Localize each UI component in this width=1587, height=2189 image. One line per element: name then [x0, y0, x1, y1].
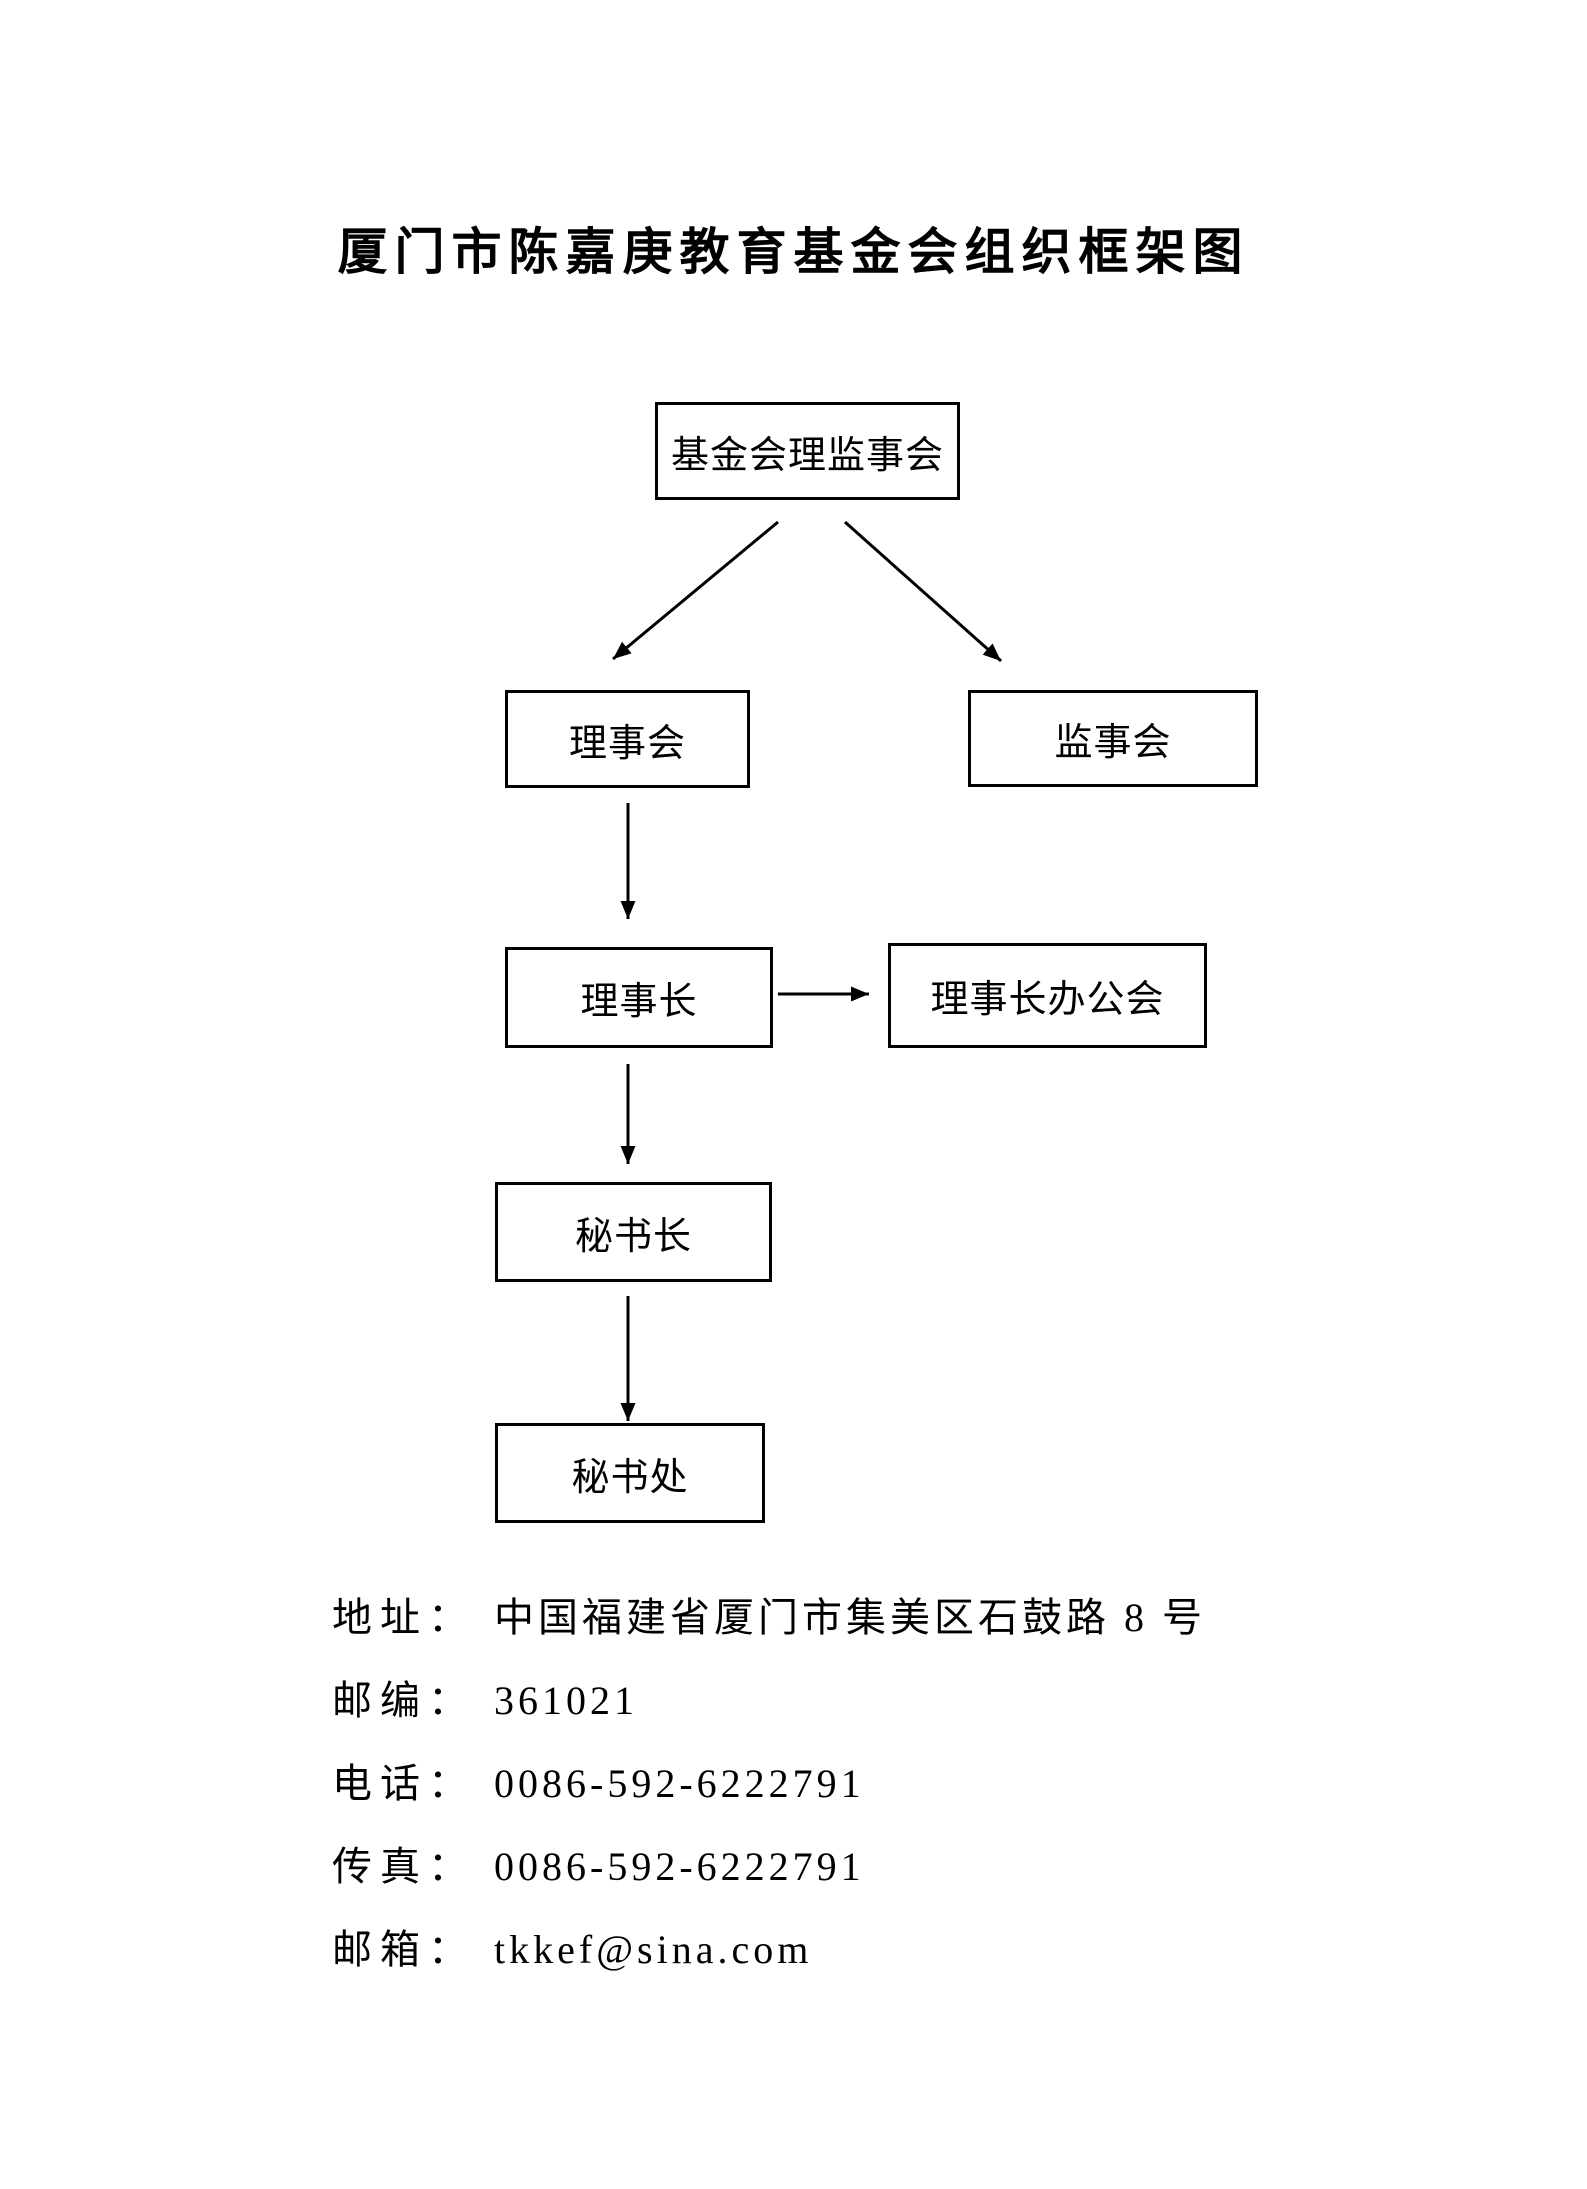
fax-value: 0086-592-6222791 [494, 1844, 865, 1889]
contact-line-address: 地址： 中国福建省厦门市集美区石鼓路 8 号 [332, 1576, 1206, 1659]
contact-line-email: 邮箱： tkkef@sina.com [332, 1908, 1206, 1991]
address-label: 地址： [332, 1595, 476, 1640]
node-board-of-supervisors: 监事会 [968, 690, 1258, 787]
phone-value: 0086-592-6222791 [494, 1761, 865, 1806]
email-label: 邮箱： [332, 1927, 476, 1972]
phone-label: 电话： [332, 1761, 476, 1806]
contact-line-fax: 传真： 0086-592-6222791 [332, 1825, 1206, 1908]
address-value: 中国福建省厦门市集美区石鼓路 8 号 [494, 1595, 1206, 1640]
postcode-value: 361021 [494, 1678, 638, 1723]
node-board-of-directors: 理事会 [505, 690, 750, 788]
node-chairman: 理事长 [505, 947, 773, 1048]
email-value: tkkef@sina.com [494, 1927, 813, 1972]
contact-info: 地址： 中国福建省厦门市集美区石鼓路 8 号 邮编： 361021 电话： 0086-… [332, 1576, 1206, 1991]
contact-line-postcode: 邮编： 361021 [332, 1659, 1206, 1742]
contact-line-phone: 电话： 0086-592-6222791 [332, 1742, 1206, 1825]
node-foundation-council: 基金会理监事会 [655, 402, 960, 500]
node-secretariat: 秘书处 [495, 1423, 765, 1523]
node-chairman-office-meeting: 理事长办公会 [888, 943, 1207, 1048]
node-secretary-general: 秘书长 [495, 1182, 772, 1282]
postcode-label: 邮编： [332, 1678, 476, 1723]
arrow-council-to-supervisors [844, 520, 1002, 663]
fax-label: 传真： [332, 1844, 476, 1889]
arrow-council-to-board [612, 520, 779, 661]
page-title: 厦门市陈嘉庚教育基金会组织框架图 [337, 224, 1250, 280]
